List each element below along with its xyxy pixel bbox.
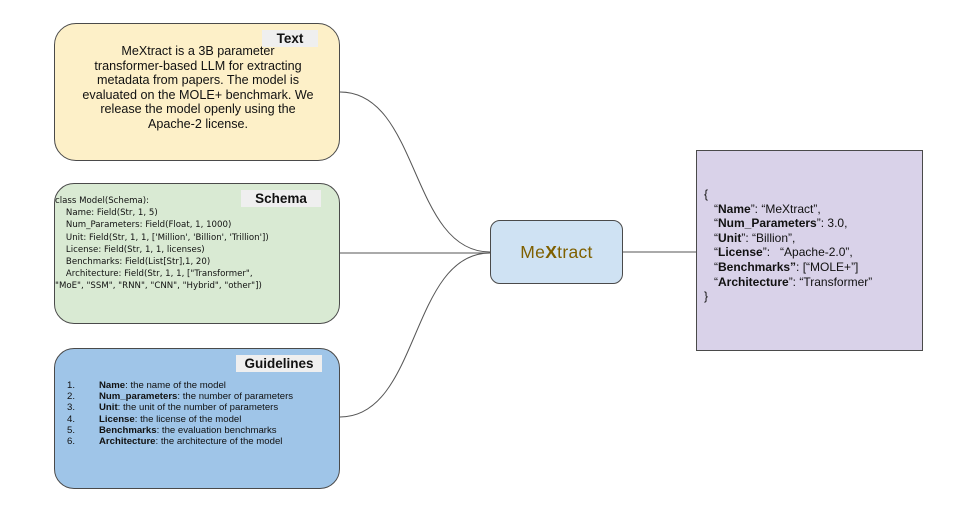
guideline-description: : the license of the model — [134, 413, 242, 425]
text-line: metadata from papers. The model is — [96, 73, 300, 88]
guidelines-node-label: Guidelines — [236, 355, 322, 372]
json-key: Benchmarks” — [718, 259, 797, 274]
model-name-prefix: Me — [520, 241, 546, 262]
json-value: “Apache-2.0”, — [780, 245, 853, 260]
schema-code-line: "MoE", "SSM", "RNN", "CNN", "Hybrid", "o… — [55, 281, 262, 292]
guideline-field-name: License — [99, 413, 135, 425]
json-entry: “Architecture”: “Transformer” — [704, 274, 873, 289]
model-name: MeXtract — [520, 242, 592, 263]
json-value: [“MOLE+”] — [802, 259, 859, 274]
json-separator: ”: — [750, 201, 762, 216]
schema-node-label: Schema — [241, 190, 321, 207]
guideline-description: : the name of the model — [125, 380, 226, 391]
guidelines-list: 1. Name: the name of the model 2. Num_para… — [67, 380, 293, 447]
schema-code-line: Unit: Field(Str, 1, 1, ['Million', 'Bill… — [55, 232, 269, 243]
guideline-number: 6. — [67, 436, 76, 448]
json-key: Unit — [718, 230, 742, 245]
json-entry: “Num_Parameters”: 3.0, — [704, 216, 848, 231]
schema-code-line: License: Field(Str, 1, 1, licenses) — [55, 244, 205, 255]
guideline-number: 3. — [67, 402, 76, 414]
guideline-description: : the evaluation benchmarks — [156, 424, 277, 436]
model-node: MeXtract — [490, 220, 623, 284]
json-key: Architecture — [718, 274, 789, 289]
text-line: MeXtract is a 3B parameter — [121, 44, 275, 58]
guideline-description: : the unit of the number of parameters — [117, 402, 279, 414]
json-entry: “Benchmarks”: [“MOLE+”] — [704, 259, 859, 274]
guidelines-to-model-connector — [339, 252, 491, 418]
guideline-description: : the architecture of the model — [155, 436, 283, 448]
json-entry: “License”: “Apache-2.0”, — [704, 245, 853, 260]
guideline-number: 1. — [67, 380, 76, 391]
guideline-description: : the number of parameters — [177, 391, 294, 403]
guideline-item: 6. Architecture: the architecture of the … — [67, 436, 293, 447]
guideline-number: 4. — [67, 413, 76, 425]
json-key: Num_Parameters — [718, 216, 817, 231]
guideline-field-name: Num_parameters — [99, 391, 178, 403]
schema-code-line: Num_Parameters: Field(Float, 1, 1000) — [55, 220, 232, 231]
guideline-item: 3. Unit: the unit of the number of parame… — [67, 402, 293, 413]
json-entry: “Name”: “MeXtract”, — [704, 201, 821, 216]
model-name-suffix: tract — [557, 241, 593, 262]
json-separator: : — [796, 259, 803, 274]
schema-code-line: class Model(Schema): — [55, 196, 150, 206]
guidelines-input-node: Guidelines 1. Name: the name of the model… — [54, 348, 340, 489]
json-separator: ”: — [816, 216, 828, 231]
guideline-field-name: Benchmarks — [99, 424, 157, 436]
schema-code-line: Architecture: Field(Str, 1, 1, ["Transfo… — [55, 269, 253, 280]
guideline-field-name: Unit — [99, 402, 118, 414]
json-close-brace: } — [704, 289, 709, 304]
output-json-node: { “Name”: “MeXtract”, “Num_Parameters”: … — [696, 150, 923, 351]
schema-code-line: Name: Field(Str, 1, 5) — [55, 208, 158, 219]
json-entry: “Unit”: “Billion”, — [704, 230, 796, 245]
text-node-label: Text — [262, 30, 318, 47]
guideline-field-name: Architecture — [99, 436, 156, 448]
guideline-number: 2. — [67, 391, 76, 403]
json-value: “Billion”, — [752, 230, 796, 245]
text-line: release the model openly using the — [100, 102, 296, 117]
json-key: License — [718, 245, 763, 260]
json-value: 3.0, — [827, 216, 848, 231]
text-to-model-connector — [339, 91, 491, 253]
schema-code-line: Benchmarks: Field(List[Str],1, 20) — [55, 256, 211, 267]
schema-code-block: class Model(Schema): Name: Field(Str, 1,… — [55, 195, 339, 293]
model-name-highlight: X — [545, 241, 558, 262]
guideline-item: 1. Name: the name of the model — [67, 380, 293, 391]
json-separator: ”: — [741, 230, 752, 245]
json-separator: ”: — [788, 274, 800, 289]
json-key: Name — [718, 201, 751, 216]
schema-input-node: Schema class Model(Schema): Name: Field(… — [54, 183, 340, 324]
text-line: Apache-2 license. — [147, 116, 249, 131]
text-line: evaluated on the MOLE+ benchmark. We — [82, 87, 314, 102]
text-line: transformer-based LLM for extracting — [94, 58, 302, 73]
guideline-item: 4. License: the license of the model — [67, 414, 293, 425]
guideline-number: 5. — [67, 424, 76, 436]
output-json-block: { “Name”: “MeXtract”, “Num_Parameters”: … — [704, 187, 872, 304]
guideline-field-name: Name — [99, 380, 126, 391]
guideline-item: 5. Benchmarks: the evaluation benchmarks — [67, 425, 293, 436]
guideline-item: 2. Num_parameters: the number of paramete… — [67, 391, 293, 402]
json-value: “Transformer” — [799, 274, 873, 289]
text-node-body: MeXtract is a 3B parameter transformer-b… — [65, 44, 331, 132]
json-separator: ”: — [762, 245, 781, 260]
json-open-brace: { — [704, 187, 709, 201]
json-value: “MeXtract”, — [761, 201, 821, 216]
text-input-node: Text MeXtract is a 3B parameter transfor… — [54, 23, 340, 161]
